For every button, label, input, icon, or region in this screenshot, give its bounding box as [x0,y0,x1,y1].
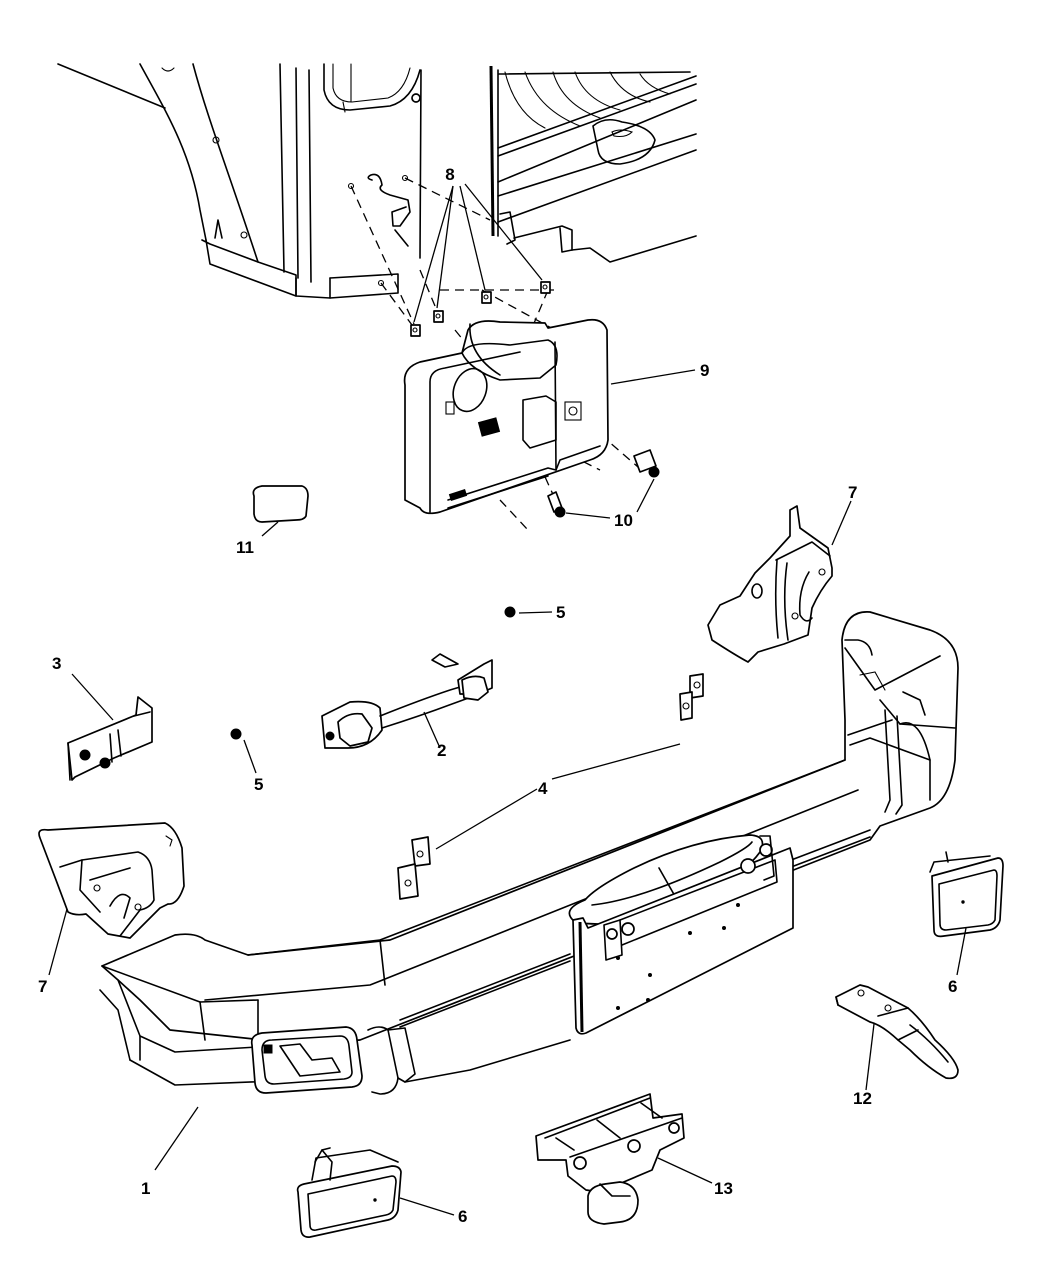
callout-12: 12 [853,1089,872,1108]
callout-7a: 7 [848,483,857,502]
callout-9: 9 [700,361,709,380]
callout-6a: 6 [948,977,957,996]
callout-2: 2 [437,741,446,760]
part-10-bolts [547,449,660,519]
callout-4: 4 [538,779,548,798]
part-4-bracket-plates [397,673,704,900]
callout-10: 10 [614,511,633,530]
part-1-rear-bumper [99,611,959,1171]
part-7-right-end-bracket [707,500,852,663]
part-8-clip-nuts [410,281,551,337]
callout-8: 8 [445,165,454,184]
part-11-lens-pad [252,485,309,537]
vehicle-body [57,63,697,299]
part-9-license-plate-bracket [403,318,696,515]
callout-11: 11 [236,538,254,557]
callout-6b: 6 [458,1207,467,1226]
part-6-right-lamp [929,851,1004,976]
callout-7b: 7 [38,977,47,996]
part-2-wiring-harness [321,653,493,749]
part-6-left-lamp [296,1147,455,1238]
part-7-left-end-bracket [38,822,185,976]
callout-5b: 5 [254,775,263,794]
callout-5a: 5 [556,603,565,622]
callout-labels: 8 9 10 11 7 5 3 2 5 4 7 6 12 1 13 6 [38,165,957,1226]
part-13-tow-hook [535,1093,713,1225]
callout-3: 3 [52,654,61,673]
part-8-leaders [413,183,543,323]
callout-1: 1 [141,1179,150,1198]
callout-13: 13 [714,1179,733,1198]
part-12-tow-loop [835,984,959,1091]
part-5-nuts [230,606,553,774]
part-3-bumper-bracket [67,673,153,781]
